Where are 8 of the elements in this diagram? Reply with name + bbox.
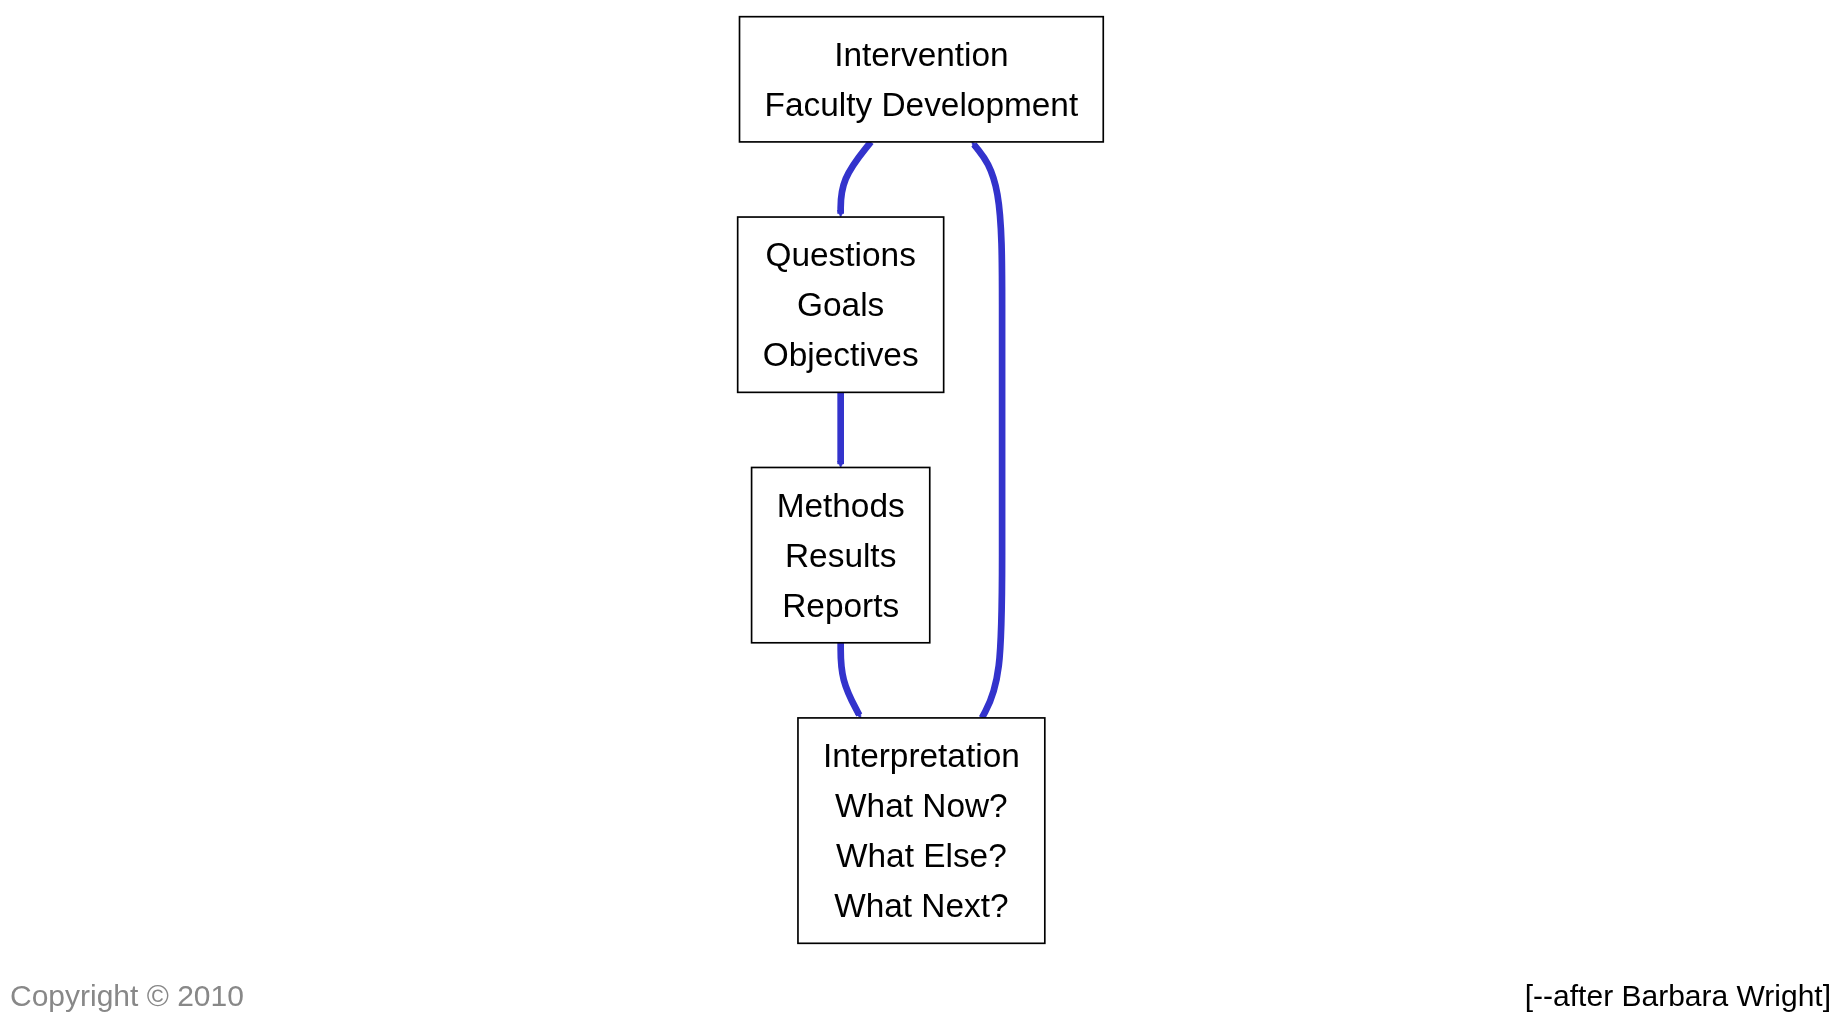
arrow — [837, 392, 845, 468]
node-box: Intervention Faculty Development — [738, 15, 1105, 143]
node-box: Questions Goals Objectives — [736, 216, 945, 394]
node-box: Methods Results Reports — [750, 466, 931, 644]
arrow — [837, 642, 863, 719]
attribution-note: [--after Barbara Wright] — [1524, 979, 1831, 1013]
copyright-note: Copyright © 2010 — [10, 979, 244, 1013]
node-box: Interpretation What Now? What Else? What Next? — [797, 717, 1046, 945]
